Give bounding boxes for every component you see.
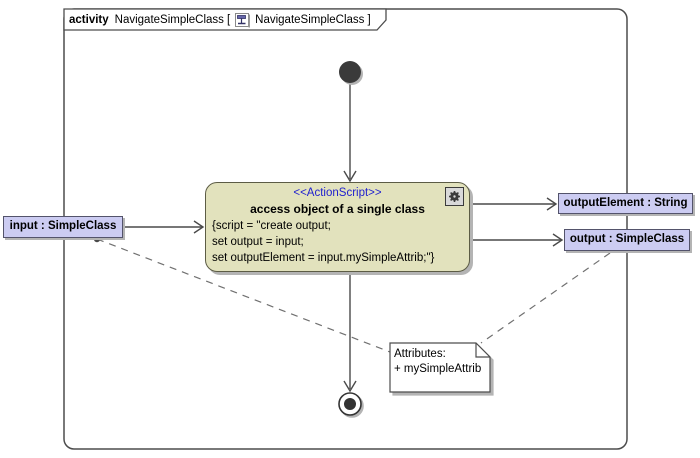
parameter-node-output[interactable]: output : SimpleClass	[564, 229, 690, 251]
parameter-node-outputelement[interactable]: outputElement : String	[558, 193, 693, 214]
frame-keyword: activity	[69, 14, 109, 26]
frame-close-bracket: ]	[367, 14, 371, 26]
note-line: + mySimpleAttrib	[394, 363, 482, 375]
note-line: Attributes:	[394, 348, 446, 360]
frame-activity-name: NavigateSimpleClass	[114, 14, 224, 26]
parameter-outputelement-label: outputElement : String	[563, 197, 688, 209]
frame-name-tab[interactable]: activity NavigateSimpleClass [ NavigateS…	[69, 10, 371, 30]
parameter-input-label: input : SimpleClass	[9, 220, 117, 232]
edge-action-to-output[interactable]	[472, 233, 564, 247]
action-stereotype: <<ActionScript>>	[293, 187, 382, 199]
note-anchor-output[interactable]	[480, 252, 611, 344]
frame-open-bracket: [	[226, 14, 231, 26]
action-script-badge	[445, 187, 464, 206]
edge-action-to-final[interactable]	[343, 273, 357, 393]
frame-diagram-name: NavigateSimpleClass	[255, 14, 365, 26]
action-name: access object of a single class	[250, 202, 425, 216]
frame-name-tab-shape[interactable]	[63, 8, 387, 31]
action-script-line: set output = input;	[212, 236, 304, 248]
action-node[interactable]: <<ActionScript>> access object of a sing…	[205, 182, 470, 272]
gear-icon	[449, 191, 460, 202]
initial-node[interactable]	[339, 61, 361, 83]
action-script-line: set outputElement = input.mySimpleAttrib…	[212, 252, 435, 264]
activity-diagram-icon	[235, 12, 251, 27]
note-fold-corner-icon	[475, 343, 490, 358]
action-script-line: {script = "create output;	[212, 220, 331, 232]
edge-action-to-outputelement[interactable]	[472, 197, 558, 211]
parameter-node-input[interactable]: input : SimpleClass	[3, 216, 123, 238]
edge-initial-to-action[interactable]	[343, 83, 357, 183]
note[interactable]: Attributes: + mySimpleAttrib	[394, 347, 481, 377]
parameter-output-label: output : SimpleClass	[569, 233, 685, 245]
edge-input-to-action[interactable]	[124, 220, 205, 234]
final-node[interactable]	[338, 392, 362, 416]
note-shape[interactable]	[389, 342, 491, 393]
